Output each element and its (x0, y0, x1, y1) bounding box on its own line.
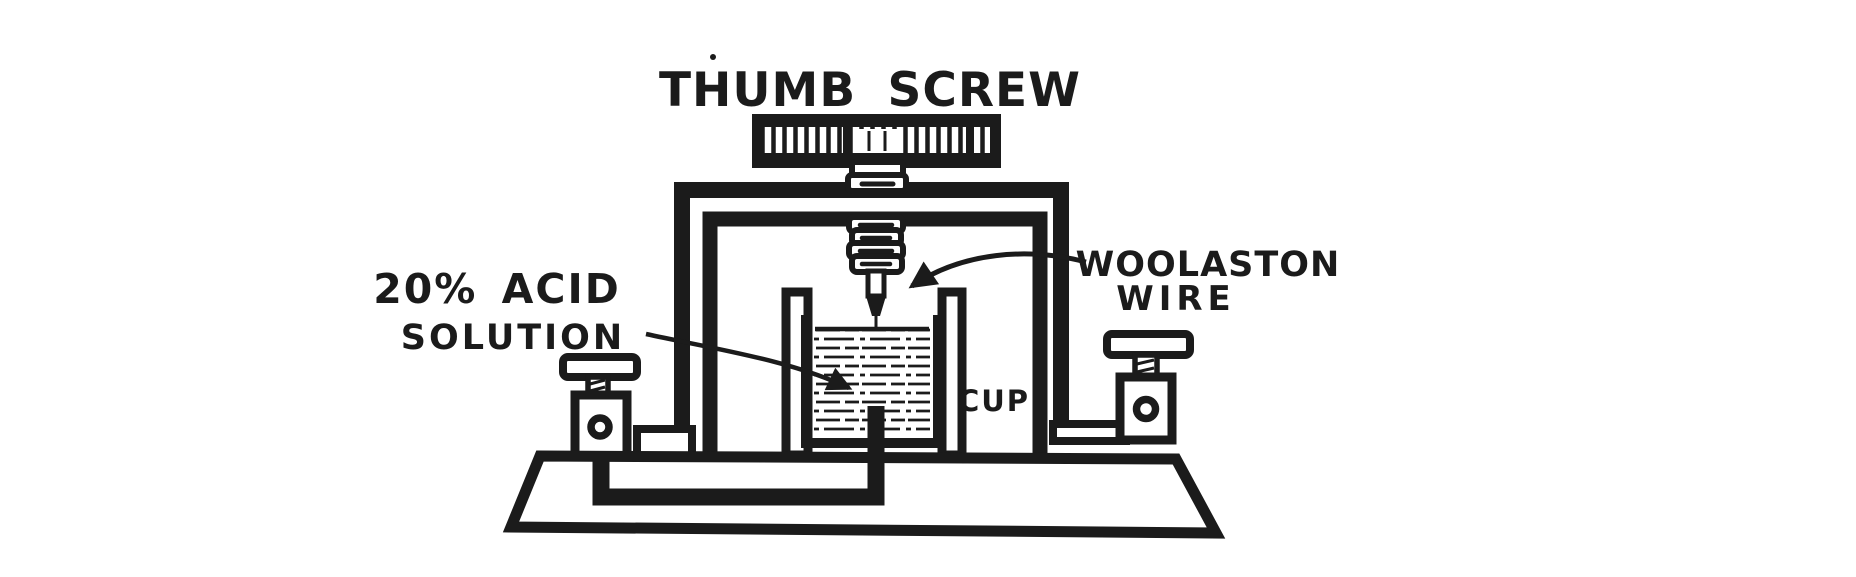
left-post-hole (587, 414, 613, 440)
right-frame-foot (1049, 420, 1130, 445)
left-binding-post (559, 353, 641, 462)
cup-right-post (937, 287, 967, 460)
screw-collar (845, 159, 909, 194)
thumb-screw-label: THUMB SCREW (659, 63, 1081, 118)
wollaston-label-line1: WOOLASTON (1076, 245, 1341, 285)
connecting-wire (592, 406, 885, 506)
wheel-left-cap (755, 118, 764, 164)
acid-label-line2: SOLUTION (401, 318, 625, 358)
wollaston-wire-arrow (908, 251, 1087, 289)
thumb-screw-wheel (752, 114, 1001, 168)
ink-dot (710, 54, 716, 60)
right-post-handle (1103, 330, 1194, 359)
acid-label-line1: 20% ACID (373, 265, 621, 313)
acid-solution-arrow (645, 331, 853, 391)
wollaston-label-line2: WIRE (1116, 279, 1236, 319)
right-post-hole (1132, 395, 1160, 423)
right-binding-post (1103, 330, 1194, 445)
screw-thread-stack (846, 214, 906, 275)
cup-label: CUP (958, 384, 1030, 418)
left-post-handle (559, 353, 641, 381)
wheel-hub (856, 129, 900, 153)
wollaston-wire-tip (865, 268, 887, 329)
wheel-right-cap (990, 118, 999, 164)
